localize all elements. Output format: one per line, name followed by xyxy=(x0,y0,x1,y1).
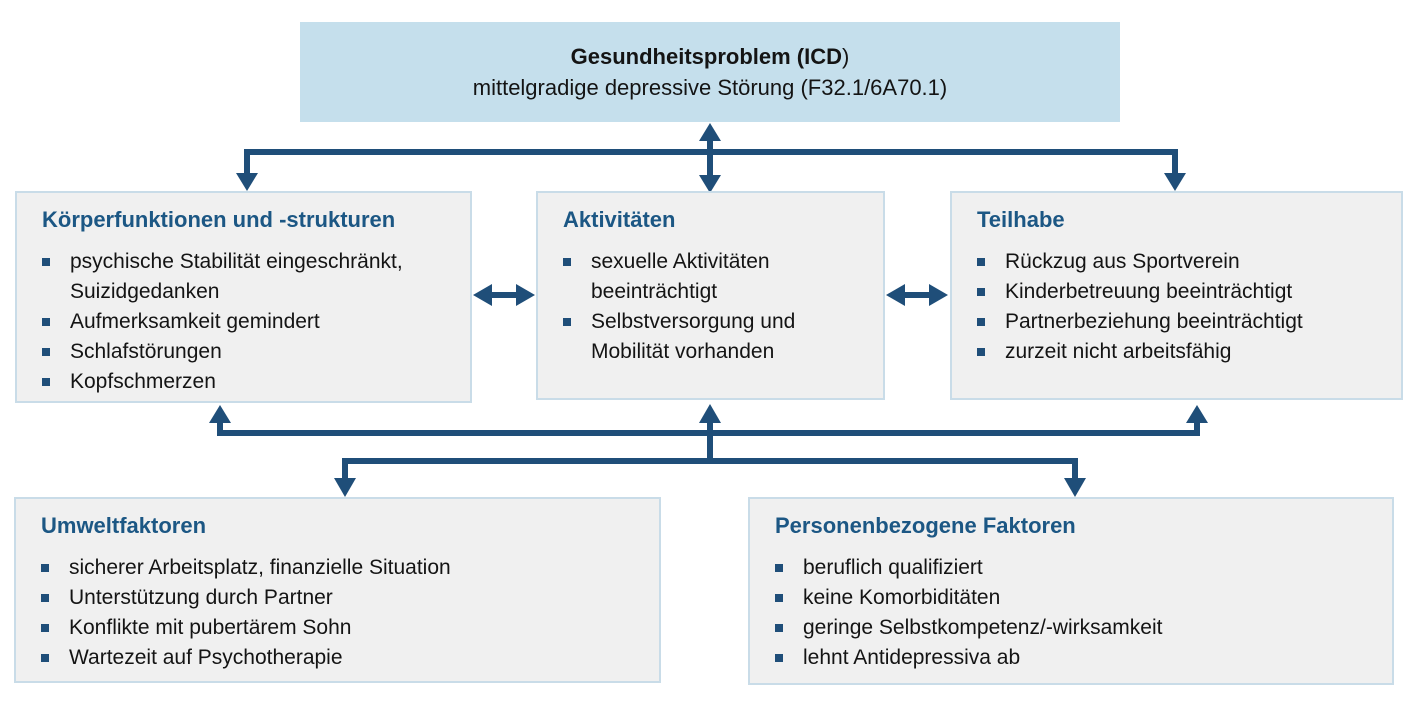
list-item: zurzeit nicht arbeitsfähig xyxy=(977,337,1383,367)
bullet-icon xyxy=(563,258,571,266)
bullet-icon xyxy=(563,318,571,326)
bullet-icon xyxy=(42,318,50,326)
personal-factors-box: Personenbezogene Faktoren beruflich qual… xyxy=(748,497,1394,685)
list-item: Wartezeit auf Psychotherapie xyxy=(41,643,641,673)
list-item: Aufmerksamkeit gemindert xyxy=(42,307,452,337)
bullet-icon xyxy=(42,348,50,356)
personal-factors-heading: Personenbezogene Faktoren xyxy=(775,513,1076,538)
bullet-icon xyxy=(775,654,783,662)
list-item: Konflikte mit pubertärem Sohn xyxy=(41,613,641,643)
bullet-icon xyxy=(41,624,49,632)
health-problem-title-tail: ) xyxy=(842,44,850,69)
double-arrow-activities-participation xyxy=(886,284,948,306)
list-item: Unterstützung durch Partner xyxy=(41,583,641,613)
bullet-icon xyxy=(41,564,49,572)
list-item: Selbstversorgung und Mobilität vorhanden xyxy=(563,307,865,367)
bullet-icon xyxy=(775,594,783,602)
personal-factors-list: beruflich qualifiziert keine Komorbiditä… xyxy=(775,553,1374,673)
bullet-icon xyxy=(775,564,783,572)
bullet-icon xyxy=(977,348,985,356)
environmental-factors-list: sicherer Arbeitsplatz, finanzielle Situa… xyxy=(41,553,641,673)
list-item: psychische Stabilität eingeschränkt, Sui… xyxy=(42,247,452,307)
list-item: lehnt Antidepressiva ab xyxy=(775,643,1374,673)
bullet-icon xyxy=(41,594,49,602)
body-functions-box: Körperfunktionen und -strukturen psychis… xyxy=(15,191,472,403)
health-problem-title: Gesundheitsproblem (ICD) xyxy=(571,41,850,72)
participation-heading: Teilhabe xyxy=(977,207,1065,232)
bullet-icon xyxy=(977,318,985,326)
bullet-icon xyxy=(42,378,50,386)
health-problem-subtitle: mittelgradige depressive Störung (F32.1/… xyxy=(472,75,948,100)
bullet-icon xyxy=(41,654,49,662)
connector-health-to-row xyxy=(236,123,1186,193)
list-item: sicherer Arbeitsplatz, finanzielle Situa… xyxy=(41,553,641,583)
list-item: Kopfschmerzen xyxy=(42,367,452,397)
bullet-icon xyxy=(775,624,783,632)
participation-box: Teilhabe Rückzug aus Sportverein Kinderb… xyxy=(950,191,1403,400)
activities-box: Aktivitäten sexuelle Aktivitäten beeintr… xyxy=(536,191,885,400)
activities-list: sexuelle Aktivitäten beeinträchtigt Selb… xyxy=(563,247,865,367)
connector-factors-to-row xyxy=(209,404,1208,497)
list-item: beruflich qualifiziert xyxy=(775,553,1374,583)
environmental-factors-heading: Umweltfaktoren xyxy=(41,513,207,538)
double-arrow-functions-activities xyxy=(473,284,535,306)
list-item: keine Komorbiditäten xyxy=(775,583,1374,613)
body-functions-heading: Körperfunktionen und -strukturen xyxy=(42,207,396,232)
bullet-icon xyxy=(977,258,985,266)
bullet-icon xyxy=(42,258,50,266)
activities-heading: Aktivitäten xyxy=(563,207,676,232)
list-item: Rückzug aus Sportverein xyxy=(977,247,1383,277)
health-problem-box: Gesundheitsproblem (ICD) mittelgradige d… xyxy=(300,22,1120,122)
list-item: Kinderbetreuung beeinträchtigt xyxy=(977,277,1383,307)
body-functions-list: psychische Stabilität eingeschränkt, Sui… xyxy=(42,247,452,397)
list-item: geringe Selbstkompetenz/-wirksamkeit xyxy=(775,613,1374,643)
health-problem-title-bold: Gesundheitsproblem (ICD xyxy=(570,44,843,69)
list-item: Partnerbeziehung beeinträchtigt xyxy=(977,307,1383,337)
participation-list: Rückzug aus Sportverein Kinderbetreuung … xyxy=(977,247,1383,367)
list-item: Schlafstörungen xyxy=(42,337,452,367)
list-item: sexuelle Aktivitäten beeinträchtigt xyxy=(563,247,865,307)
environmental-factors-box: Umweltfaktoren sicherer Arbeitsplatz, fi… xyxy=(14,497,661,683)
bullet-icon xyxy=(977,288,985,296)
